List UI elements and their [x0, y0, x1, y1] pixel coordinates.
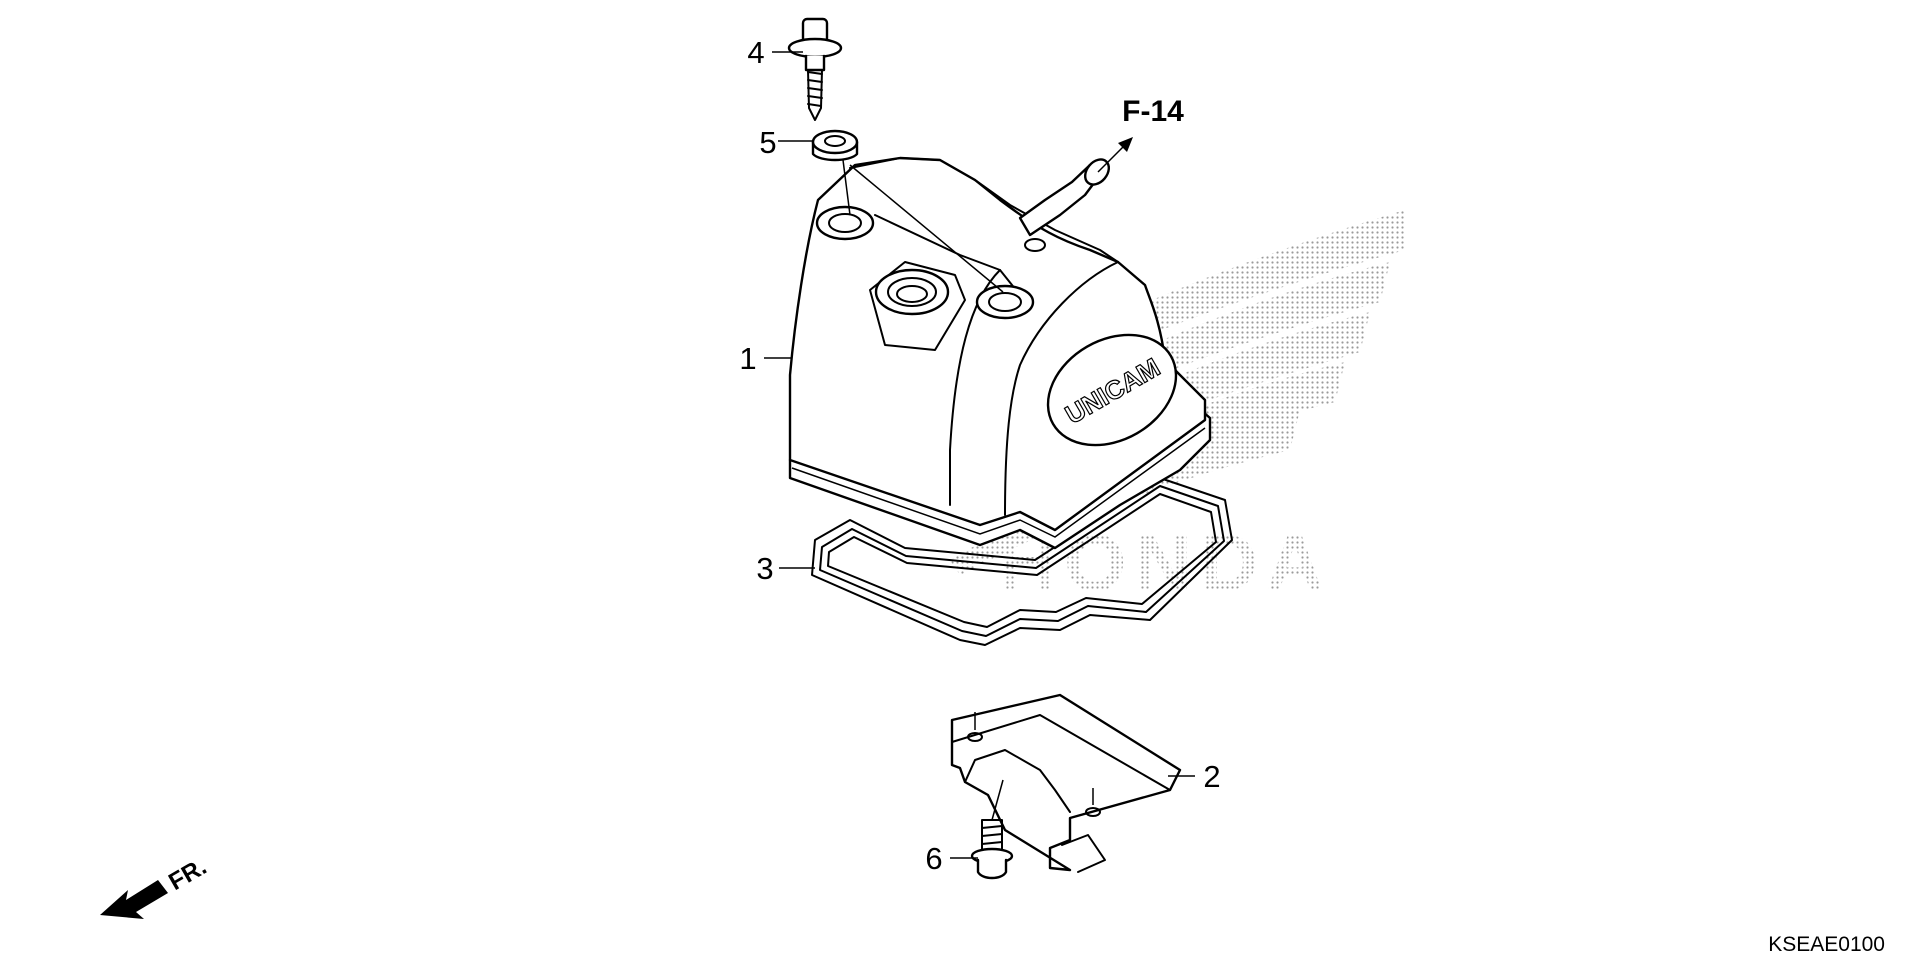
callout-3[interactable]: 3	[756, 551, 773, 586]
part-6-flange-bolt	[970, 779, 1014, 880]
part-3-gasket	[811, 477, 1233, 646]
front-direction-label: FR.	[164, 853, 211, 896]
callout-1[interactable]: 1	[739, 341, 756, 376]
leader-lines	[764, 51, 1195, 859]
part-1-cylinder-head-cover: UNICAM	[788, 156, 1212, 550]
callout-6[interactable]: 6	[925, 841, 942, 876]
reference-label-f14[interactable]: F-14	[1122, 95, 1184, 128]
diagram-code: KSEAE0100	[1768, 933, 1885, 956]
reference-arrow-icon	[1097, 137, 1133, 173]
callout-5[interactable]: 5	[759, 125, 776, 160]
front-direction-arrow-icon	[100, 880, 168, 919]
part-4-bolt	[787, 17, 843, 121]
callout-4[interactable]: 4	[747, 35, 764, 70]
part-2-plate	[950, 693, 1182, 873]
part-5-washer	[811, 129, 859, 162]
callout-2[interactable]: 2	[1203, 759, 1220, 794]
